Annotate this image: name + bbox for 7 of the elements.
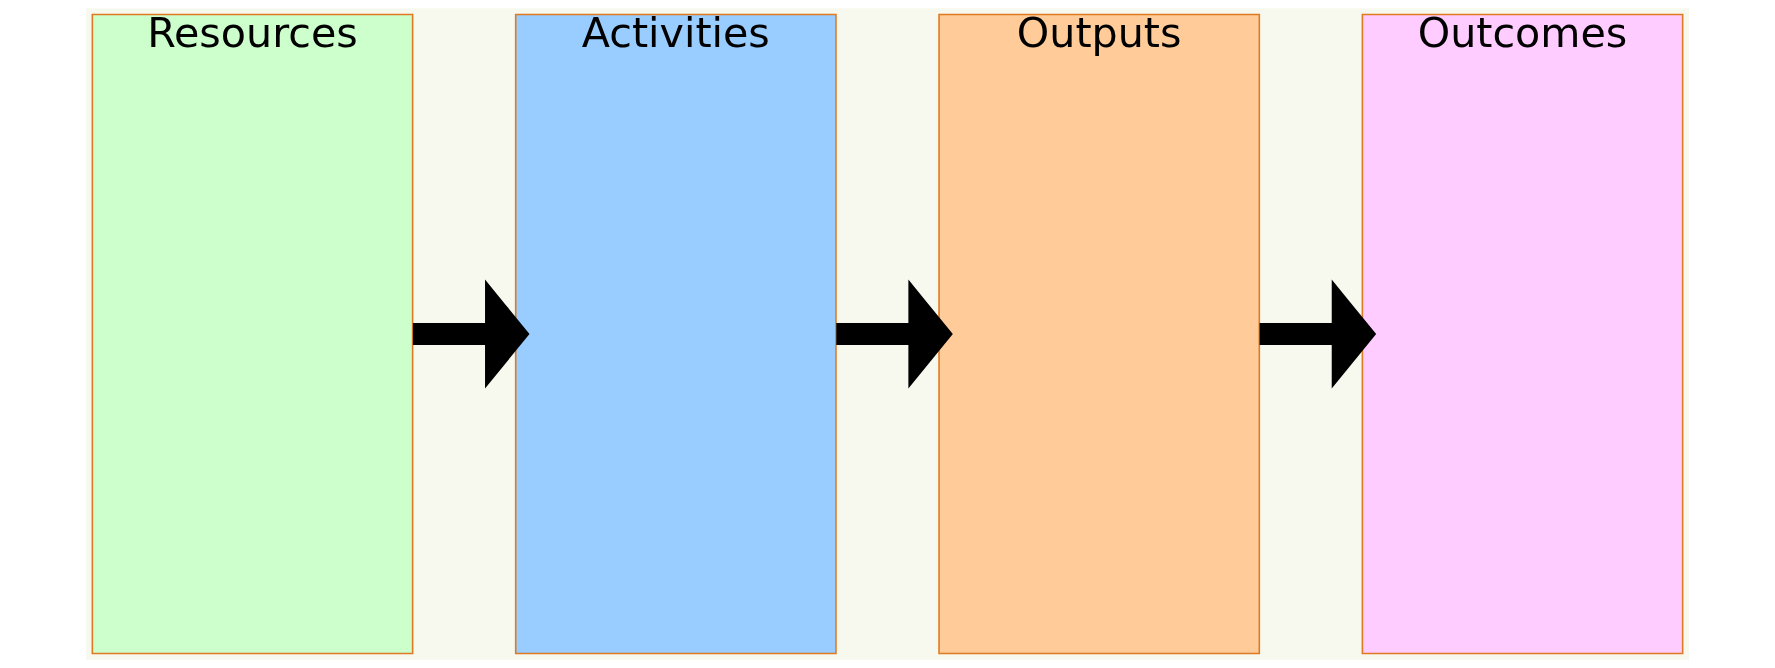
node-box: Outputs xyxy=(938,13,1261,655)
node-box: Activities xyxy=(514,13,837,655)
arrow xyxy=(836,279,953,389)
arrow xyxy=(1259,279,1377,389)
node-box: Outcomes xyxy=(1361,13,1684,655)
arrow xyxy=(412,279,530,389)
node-box: Resources xyxy=(91,13,414,655)
